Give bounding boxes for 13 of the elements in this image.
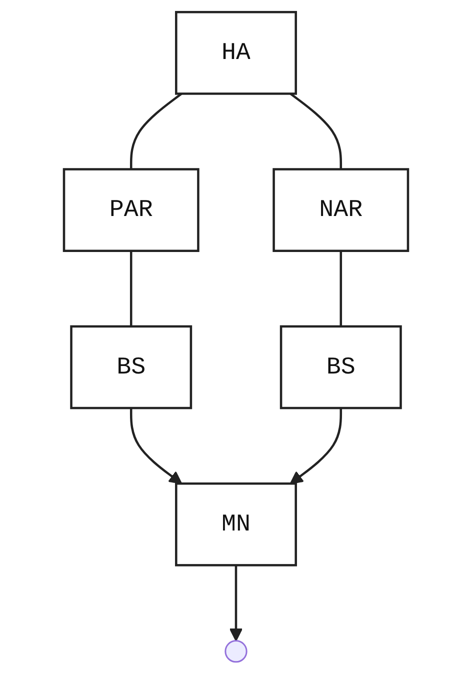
node-box bbox=[280, 325, 402, 410]
node-box bbox=[70, 325, 192, 410]
arrow bbox=[130, 408, 182, 484]
node-box bbox=[62, 168, 200, 252]
connector bbox=[130, 250, 132, 326]
arrow bbox=[229, 565, 243, 642]
arrow bbox=[290, 408, 342, 484]
node-box bbox=[175, 482, 297, 566]
connector bbox=[290, 92, 342, 170]
node-box bbox=[175, 10, 297, 95]
node-box bbox=[272, 168, 410, 252]
connector bbox=[340, 250, 342, 326]
connector bbox=[130, 92, 182, 170]
